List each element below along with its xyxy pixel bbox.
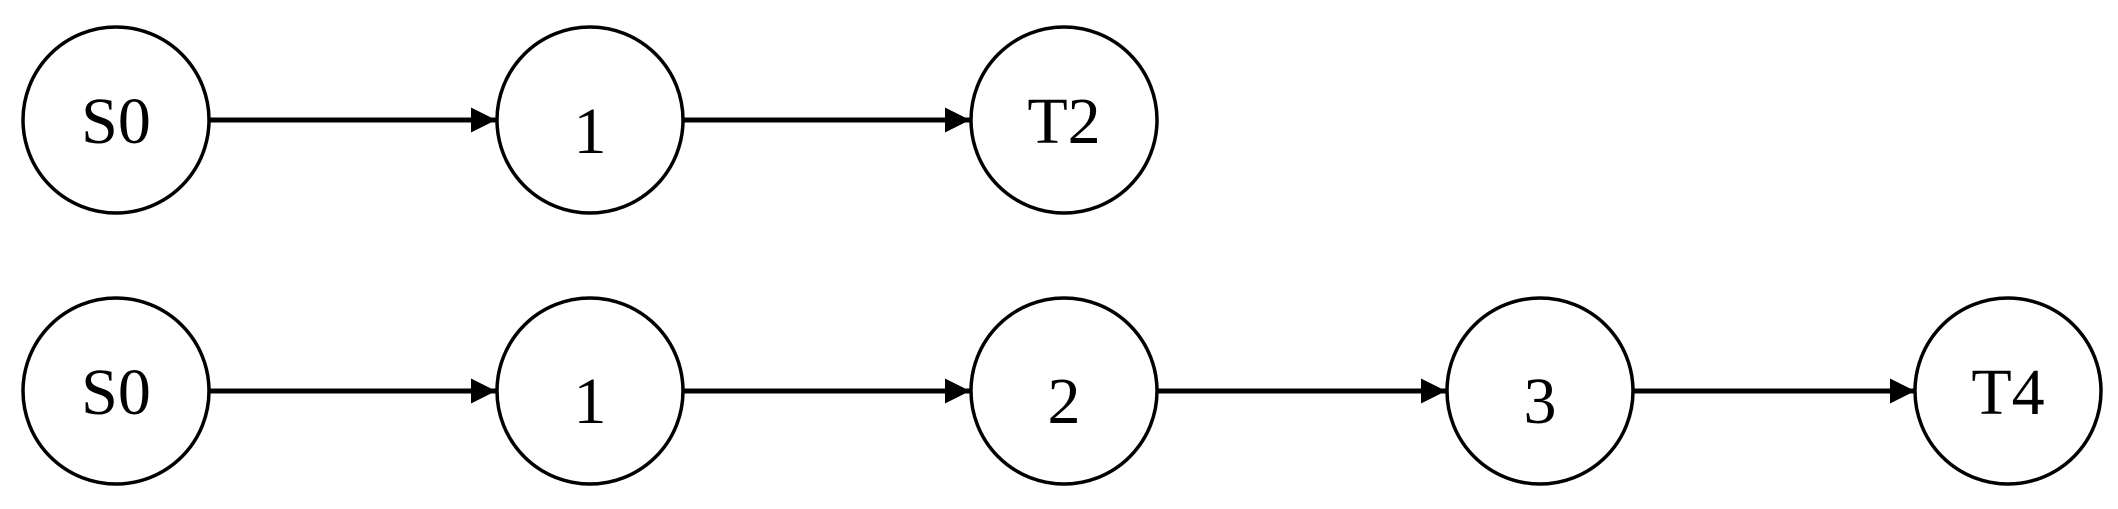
state-node: T4	[1913, 296, 2103, 486]
chain-row-1: S0 1 T2	[21, 25, 1159, 215]
state-node: 2	[969, 296, 1159, 486]
state-node-label: S0	[81, 85, 151, 158]
state-node-label: T2	[1027, 85, 1100, 158]
chain-row-2: S0 1 2 3 T4	[21, 296, 2103, 486]
state-node: S0	[21, 25, 211, 215]
state-node-label: 1	[574, 365, 607, 438]
state-node: 1	[495, 296, 685, 486]
state-node-label: 1	[574, 95, 607, 168]
state-node-label: T4	[1971, 356, 2044, 429]
state-node-label: 3	[1524, 365, 1557, 438]
state-node: 3	[1445, 296, 1635, 486]
state-node: S0	[21, 296, 211, 486]
state-node: T2	[969, 25, 1159, 215]
state-node-label: S0	[81, 356, 151, 429]
state-node: 1	[495, 25, 685, 215]
state-node-label: 2	[1048, 365, 1081, 438]
